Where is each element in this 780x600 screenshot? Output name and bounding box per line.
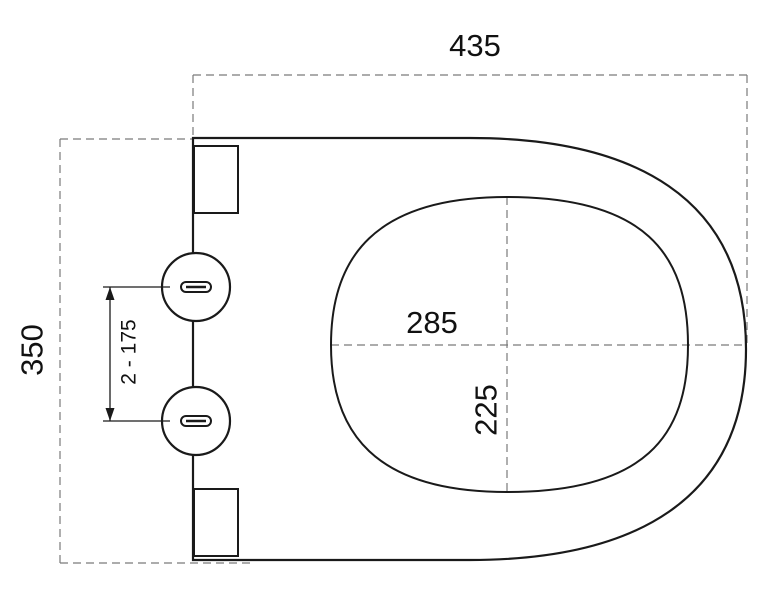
hinge-tab-bottom (193, 488, 239, 557)
hinge-slot-bottom (180, 415, 212, 427)
arrow-down-icon (105, 408, 115, 421)
dimension-labels: 435 350 285 225 2 - 175 (15, 28, 504, 436)
hinge-slot-top (180, 281, 212, 293)
overall-width-label: 435 (449, 28, 501, 63)
hinge-tab-top (193, 145, 239, 214)
seat-outer-outline (191, 136, 748, 562)
opening-width-label: 285 (406, 305, 458, 340)
dimension-guides (59, 74, 748, 564)
arrow-up-icon (105, 287, 115, 300)
hinge-spacing-dimension (103, 286, 170, 422)
seat-body (160, 136, 748, 562)
seat-opening-outline (329, 195, 690, 494)
opening-depth-label: 225 (469, 384, 504, 436)
hinge-spacing-label: 2 - 175 (118, 319, 141, 384)
overall-height-label: 350 (15, 324, 50, 376)
